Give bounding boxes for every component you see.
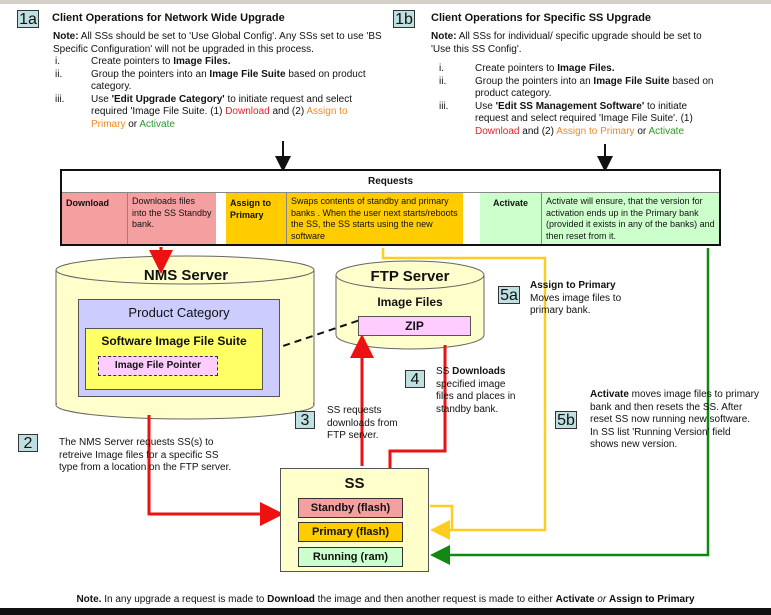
step-2-text: The NMS Server requests SS(s) to retreiv… (59, 437, 232, 473)
arrow-nms-to-ss (147, 488, 284, 526)
suite-label: Software Image File Suite (101, 334, 247, 348)
section-1a-step: i.Create pointers to Image Files. (55, 56, 231, 67)
product-category-label: Product Category (128, 305, 230, 320)
image-files-label: Image Files (377, 295, 443, 309)
section-1b-step: ii.Group the pointers into an Image File… (439, 75, 714, 100)
request-assign-desc: Swaps contents of standby and primary ba… (287, 193, 463, 244)
bank-primary: Primary (flash) (298, 522, 403, 542)
section-1a-note: Note: All SSs should be set to 'Use Glob… (53, 31, 382, 55)
zip-file: ZIP (358, 316, 471, 336)
section-1b-note: Note: All SSs for individual/ specific u… (431, 31, 702, 55)
bank-running: Running (ram) (298, 547, 403, 567)
nms-server-title: NMS Server (143, 267, 229, 284)
suite-box: Software Image File Suite Image File Poi… (85, 328, 263, 390)
section-1a-body: Note: All SSs should be set to 'Use Glob… (53, 31, 383, 131)
product-category-box: Product Category Software Image File Sui… (78, 299, 280, 397)
badge-1b: 1b (393, 10, 415, 28)
section-1b-step: i.Create pointers to Image Files. (439, 63, 615, 74)
requests-title: Requests (62, 171, 719, 193)
request-assign-label: Assign to Primary (226, 193, 287, 244)
request-download-desc: Downloads files into the SS Standby bank… (128, 193, 216, 244)
bank-standby: Standby (flash) (298, 498, 403, 518)
arrow-activate-to-running (430, 248, 710, 565)
section-1a-step: ii.Group the pointers into an Image File… (55, 68, 366, 93)
step-5b-text: Activate moves image files to primary ba… (590, 389, 759, 450)
step-3-text: SS requests downloads from FTP server. (327, 405, 398, 441)
badge-4: 4 (405, 370, 425, 388)
section-1a-title: Client Operations for Network Wide Upgra… (52, 12, 285, 24)
section-1b-body: Note: All SSs for individual/ specific u… (431, 31, 721, 138)
badge-1a: 1a (17, 10, 39, 28)
section-1a-step: iii.Use 'Edit Upgrade Category' to initi… (55, 93, 352, 130)
badge-3: 3 (295, 411, 315, 429)
step-4-text: SS Downloads specified image files and p… (436, 366, 516, 415)
request-activate-desc: Activate will ensure, that the version f… (542, 193, 719, 244)
bottom-border (0, 608, 771, 615)
badge-5b: 5b (555, 411, 577, 429)
footer-note: Note. In any upgrade a request is made t… (76, 594, 695, 605)
arrow-assign-to-banks (381, 248, 547, 532)
ftp-server-title: FTP Server (370, 268, 450, 285)
section-1b-step: iii.Use 'Edit SS Management Software' to… (439, 100, 693, 137)
image-file-pointer: Image File Pointer (98, 356, 218, 376)
ss-title: SS (344, 475, 365, 492)
badge-2: 2 (18, 434, 38, 452)
request-activate-label: Activate (480, 193, 542, 244)
requests-table: Requests Download Downloads files into t… (60, 169, 721, 246)
request-download-label: Download (62, 193, 128, 244)
section-1b-title: Client Operations for Specific SS Upgrad… (431, 12, 652, 24)
top-border (0, 0, 771, 4)
badge-5a: 5a (498, 286, 520, 304)
